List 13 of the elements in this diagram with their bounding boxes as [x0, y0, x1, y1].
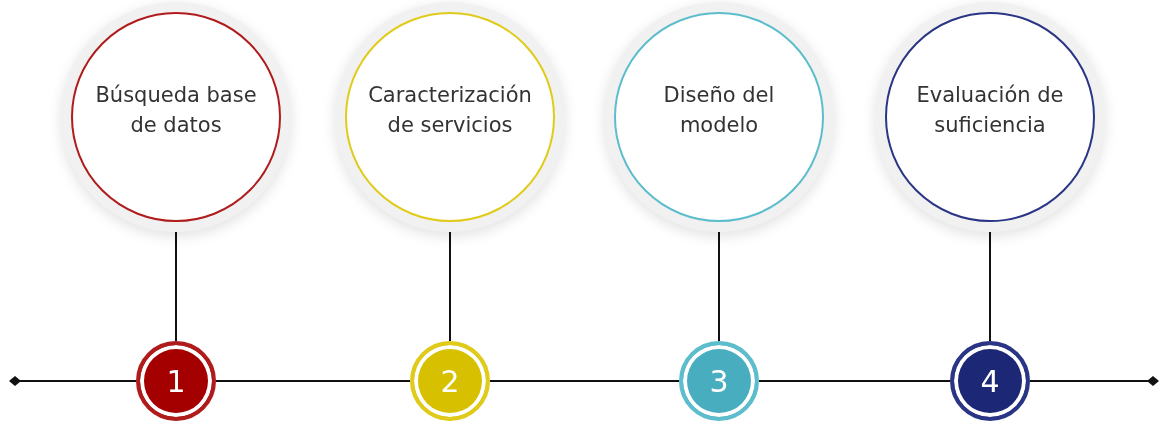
connector-line	[489, 380, 680, 382]
step-number: 4	[980, 363, 1000, 399]
step-label: Caracterización de servicios	[367, 81, 533, 139]
connector-line	[758, 380, 951, 382]
connector-line	[215, 380, 411, 382]
step-label: Evaluación de suficiencia	[915, 81, 1065, 139]
step-label: Búsqueda base de datos	[94, 81, 258, 139]
step-number: 3	[709, 363, 729, 399]
timeline-line	[9, 376, 137, 386]
step-label: Diseño del modelo	[662, 81, 776, 139]
step-number: 2	[440, 363, 460, 399]
step-number: 1	[166, 363, 186, 399]
timeline-line	[1029, 376, 1159, 386]
